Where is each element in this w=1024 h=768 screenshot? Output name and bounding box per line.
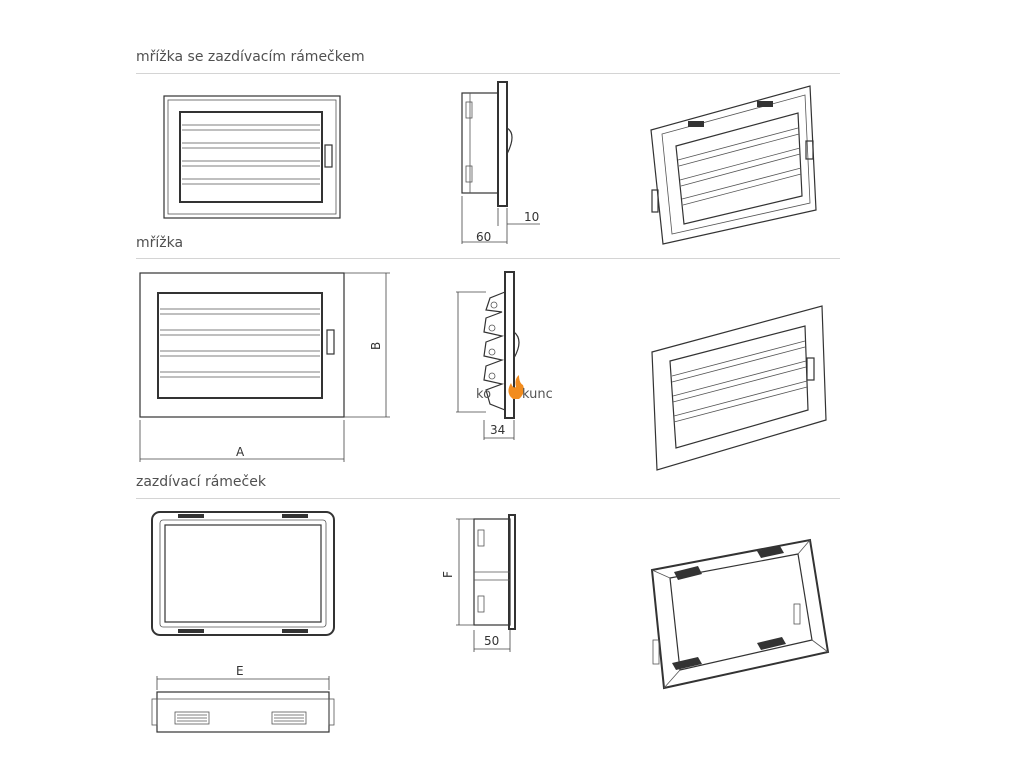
top-view-mounting-frame (151, 676, 335, 733)
section-divider-1 (136, 73, 840, 74)
section-title-grille: mřížka (136, 235, 184, 251)
kunc-logo: ko kunc (476, 375, 553, 402)
dimension-10: 10 (524, 210, 539, 224)
section-title-mounting-frame: zazdívací rámeček (136, 474, 266, 490)
dimension-34: 34 (490, 423, 505, 437)
side-view-grille (456, 271, 520, 440)
section-divider-2 (136, 258, 840, 259)
side-view-grille-with-frame (461, 81, 540, 244)
dimension-60: 60 (476, 230, 491, 244)
front-view-grille-with-frame (163, 95, 341, 219)
front-view-mounting-frame (151, 511, 335, 636)
dimension-E: E (236, 664, 244, 678)
side-view-mounting-frame (456, 514, 516, 652)
perspective-view-grille (651, 305, 827, 471)
section-divider-3 (136, 498, 840, 499)
perspective-view-mounting-frame (650, 538, 830, 690)
dimension-F: F (441, 571, 455, 578)
perspective-view-grille-with-frame (650, 85, 817, 245)
logo-text-right: kunc (522, 387, 553, 402)
dimension-A: A (236, 445, 245, 459)
logo-text-left: ko (476, 387, 491, 402)
flame-icon (508, 375, 524, 399)
dimension-B: B (369, 342, 383, 350)
front-view-grille (139, 272, 390, 462)
dimension-50: 50 (484, 634, 499, 648)
section-title-grille-with-frame: mřížka se zazdívacím rámečkem (136, 49, 365, 65)
